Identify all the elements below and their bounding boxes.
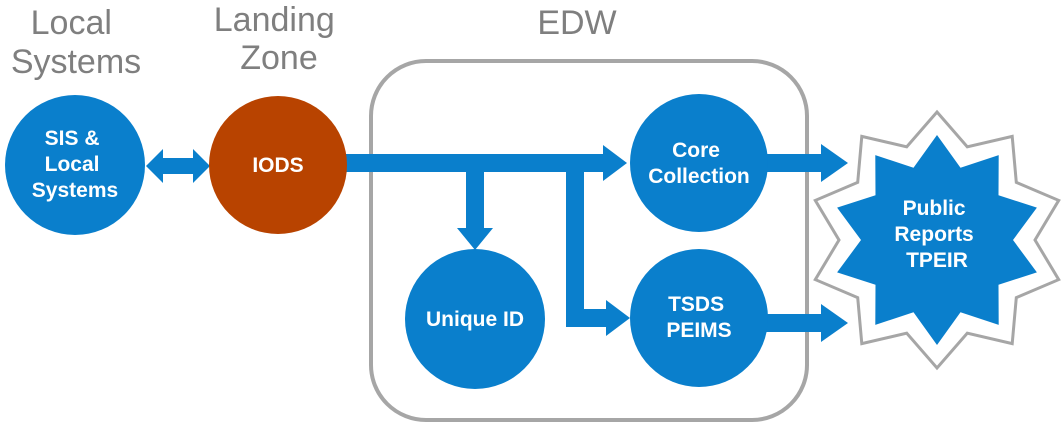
public-reports-star bbox=[837, 135, 1037, 345]
node-tsds-line2: PEIMS bbox=[666, 319, 731, 342]
node-sis-line1: SIS & bbox=[45, 127, 100, 150]
node-sis-line2: Local bbox=[45, 153, 100, 176]
header-edw: EDW bbox=[537, 4, 616, 42]
arrow-branch-unique-id bbox=[466, 160, 484, 230]
node-sis-label: SIS & Local Systems bbox=[32, 127, 118, 202]
header-landing-zone-line1: Landing bbox=[214, 1, 335, 39]
node-sis-line3: Systems bbox=[32, 179, 118, 202]
node-core-label: Core Collection bbox=[648, 139, 750, 188]
node-tsds-peims bbox=[630, 249, 768, 387]
arrow-branch-tsds-horizontal bbox=[566, 309, 608, 327]
header-local-systems: Local Systems bbox=[11, 4, 141, 81]
node-core-collection bbox=[630, 94, 768, 232]
node-public-line2: Reports bbox=[894, 223, 973, 246]
node-tsds-line1: TSDS bbox=[668, 293, 724, 316]
node-tsds-label: TSDS PEIMS bbox=[666, 293, 731, 342]
header-landing-zone-line2: Zone bbox=[240, 39, 318, 77]
node-iods bbox=[209, 96, 347, 234]
edw-container bbox=[369, 59, 809, 422]
arrow-head-core-to-public bbox=[821, 144, 848, 182]
node-unique-id-label: Unique ID bbox=[426, 308, 524, 331]
node-public-line1: Public bbox=[903, 197, 966, 220]
node-core-line1: Core bbox=[672, 139, 720, 162]
node-iods-label: IODS bbox=[252, 154, 303, 177]
header-landing-zone: Landing Zone bbox=[214, 1, 344, 77]
node-public-label: Public Reports TPEIR bbox=[894, 197, 979, 272]
arrow-head-to-tsds bbox=[606, 300, 630, 336]
arrow-tsds-to-public bbox=[765, 314, 823, 332]
node-public-line3: TPEIR bbox=[906, 249, 968, 272]
header-local-systems-line2: Systems bbox=[11, 43, 141, 81]
node-sis-local-systems bbox=[5, 95, 145, 235]
node-core-line2: Collection bbox=[648, 165, 750, 188]
header-local-systems-line1: Local bbox=[31, 4, 112, 42]
arrow-head-to-core bbox=[603, 145, 627, 181]
arrow-head-tsds-to-public bbox=[821, 304, 848, 342]
node-unique-id bbox=[405, 249, 545, 389]
arrow-core-to-public bbox=[765, 154, 823, 172]
arrow-branch-tsds-vertical bbox=[566, 160, 584, 327]
bidirectional-arrow bbox=[146, 149, 210, 183]
arrow-head-to-unique-id bbox=[457, 228, 493, 250]
